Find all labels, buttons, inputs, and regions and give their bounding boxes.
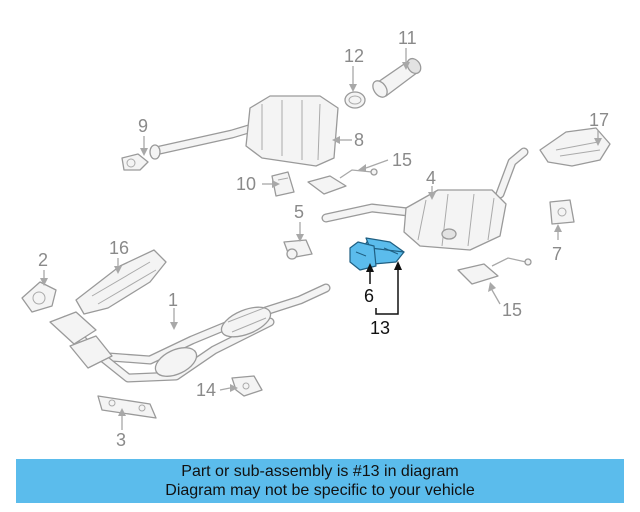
callout-12: 12 <box>344 46 364 66</box>
callout-9: 9 <box>138 116 148 136</box>
part-15-lower-bracket <box>457 257 532 285</box>
part-16-heat-shield <box>75 249 167 315</box>
callout-11: 11 <box>398 28 417 48</box>
part-3-gasket <box>97 395 157 419</box>
banner-line-1: Part or sub-assembly is #13 in diagram <box>181 463 459 480</box>
callout-16: 16 <box>109 238 129 258</box>
part-15-upper-bracket <box>307 168 378 195</box>
callout-labels: 11 12 9 8 10 15 4 17 5 7 16 2 1 15 14 3 … <box>38 28 609 450</box>
part-2-gasket <box>21 281 57 313</box>
callout-10: 10 <box>236 174 256 194</box>
callout-15-upper: 15 <box>392 150 412 170</box>
part-10-hanger <box>271 171 295 197</box>
callout-3: 3 <box>116 430 126 450</box>
callout-17: 17 <box>589 110 609 130</box>
callout-15-lower: 15 <box>502 300 522 320</box>
part-9-bracket <box>121 153 149 171</box>
part-8-rear-muffler <box>149 95 339 167</box>
callout-5: 5 <box>294 202 304 222</box>
callout-14: 14 <box>196 380 216 400</box>
callout-13-leaders <box>366 261 402 315</box>
callout-leaders <box>40 48 602 430</box>
callout-4: 4 <box>426 168 436 188</box>
callout-8: 8 <box>354 130 364 150</box>
part-1-front-pipe <box>49 283 331 383</box>
part-4-center-muffler <box>321 147 529 251</box>
callout-1: 1 <box>168 290 178 310</box>
part-12-clamp <box>344 91 366 109</box>
callout-2: 2 <box>38 250 48 270</box>
part-11-tail-pipe <box>372 57 422 98</box>
part-info-banner: Part or sub-assembly is #13 in diagram D… <box>16 459 624 503</box>
part-13-highlighted <box>349 237 405 271</box>
banner-line-2: Diagram may not be specific to your vehi… <box>165 482 475 499</box>
part-14-bracket <box>231 375 263 397</box>
callout-7: 7 <box>552 244 562 264</box>
part-17-heat-shield <box>539 127 611 167</box>
callout-6: 6 <box>364 286 374 306</box>
part-5-hanger <box>283 239 313 260</box>
part-7-hanger <box>549 199 575 225</box>
callout-13: 13 <box>370 318 390 338</box>
